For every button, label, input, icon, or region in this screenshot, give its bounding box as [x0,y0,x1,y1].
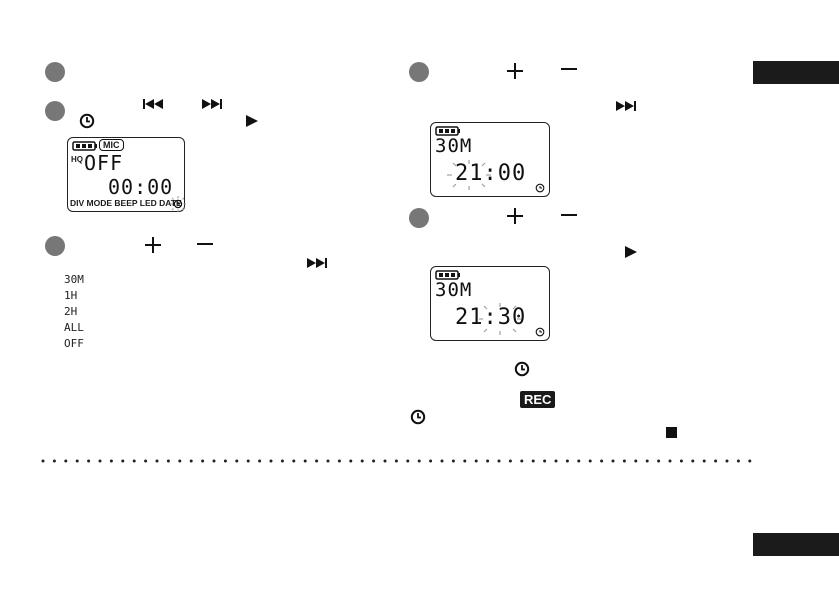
plus-icon [507,208,523,224]
stop-icon [666,427,677,438]
dotted-divider [41,459,754,463]
option-item: 1H [64,289,78,302]
time-readout: 21:00 [455,161,527,186]
side-tab-upper [753,61,839,84]
clock-icon [535,327,545,337]
option-item: ALL [64,321,84,334]
clock-icon [535,183,545,193]
skip-forward-icon [616,101,636,111]
clock-icon [410,409,426,425]
side-tab-lower [753,533,839,556]
blinking-clock-icon [170,196,186,212]
option-item: 30M [64,273,84,286]
skip-forward-icon [202,99,222,109]
step-circle-5 [409,208,429,228]
step-circle-1 [45,62,65,82]
step-circle-4 [409,62,429,82]
play-icon [246,115,258,127]
blink-rays [479,303,521,335]
mic-label: MIC [99,139,124,151]
battery-icon [435,126,460,136]
lcd-display-1: MIC HQ OFF 00:00 DIV MODE BEEP LED DATE [67,137,186,212]
skip-back-icon [143,99,163,109]
clock-icon [514,361,530,377]
play-icon [625,246,637,258]
menu-row: DIV MODE BEEP LED DATE [70,198,182,208]
lcd-display-2: 30M 21:00 [430,122,550,197]
skip-forward-icon [307,258,327,268]
lcd-display-3: 30M 21:30 [430,266,550,341]
minus-icon [561,68,577,70]
minus-icon [197,243,213,245]
battery-icon [435,270,460,280]
mode-value: OFF [84,151,124,175]
time-readout: 21:30 [455,305,527,330]
quality-readout: 30M [435,135,473,157]
option-item: OFF [64,337,84,350]
option-item: 2H [64,305,78,318]
clock-icon [79,113,95,129]
plus-icon [145,237,161,253]
rec-indicator: REC [520,391,556,408]
step-circle-2 [45,101,65,121]
plus-icon [507,63,523,79]
battery-icon [72,141,97,151]
blink-rays [447,160,491,190]
step-circle-3 [45,236,65,256]
minus-icon [561,214,577,216]
hq-label: HQ [71,155,83,164]
quality-readout: 30M [435,279,473,301]
time-readout: 00:00 [108,175,174,199]
